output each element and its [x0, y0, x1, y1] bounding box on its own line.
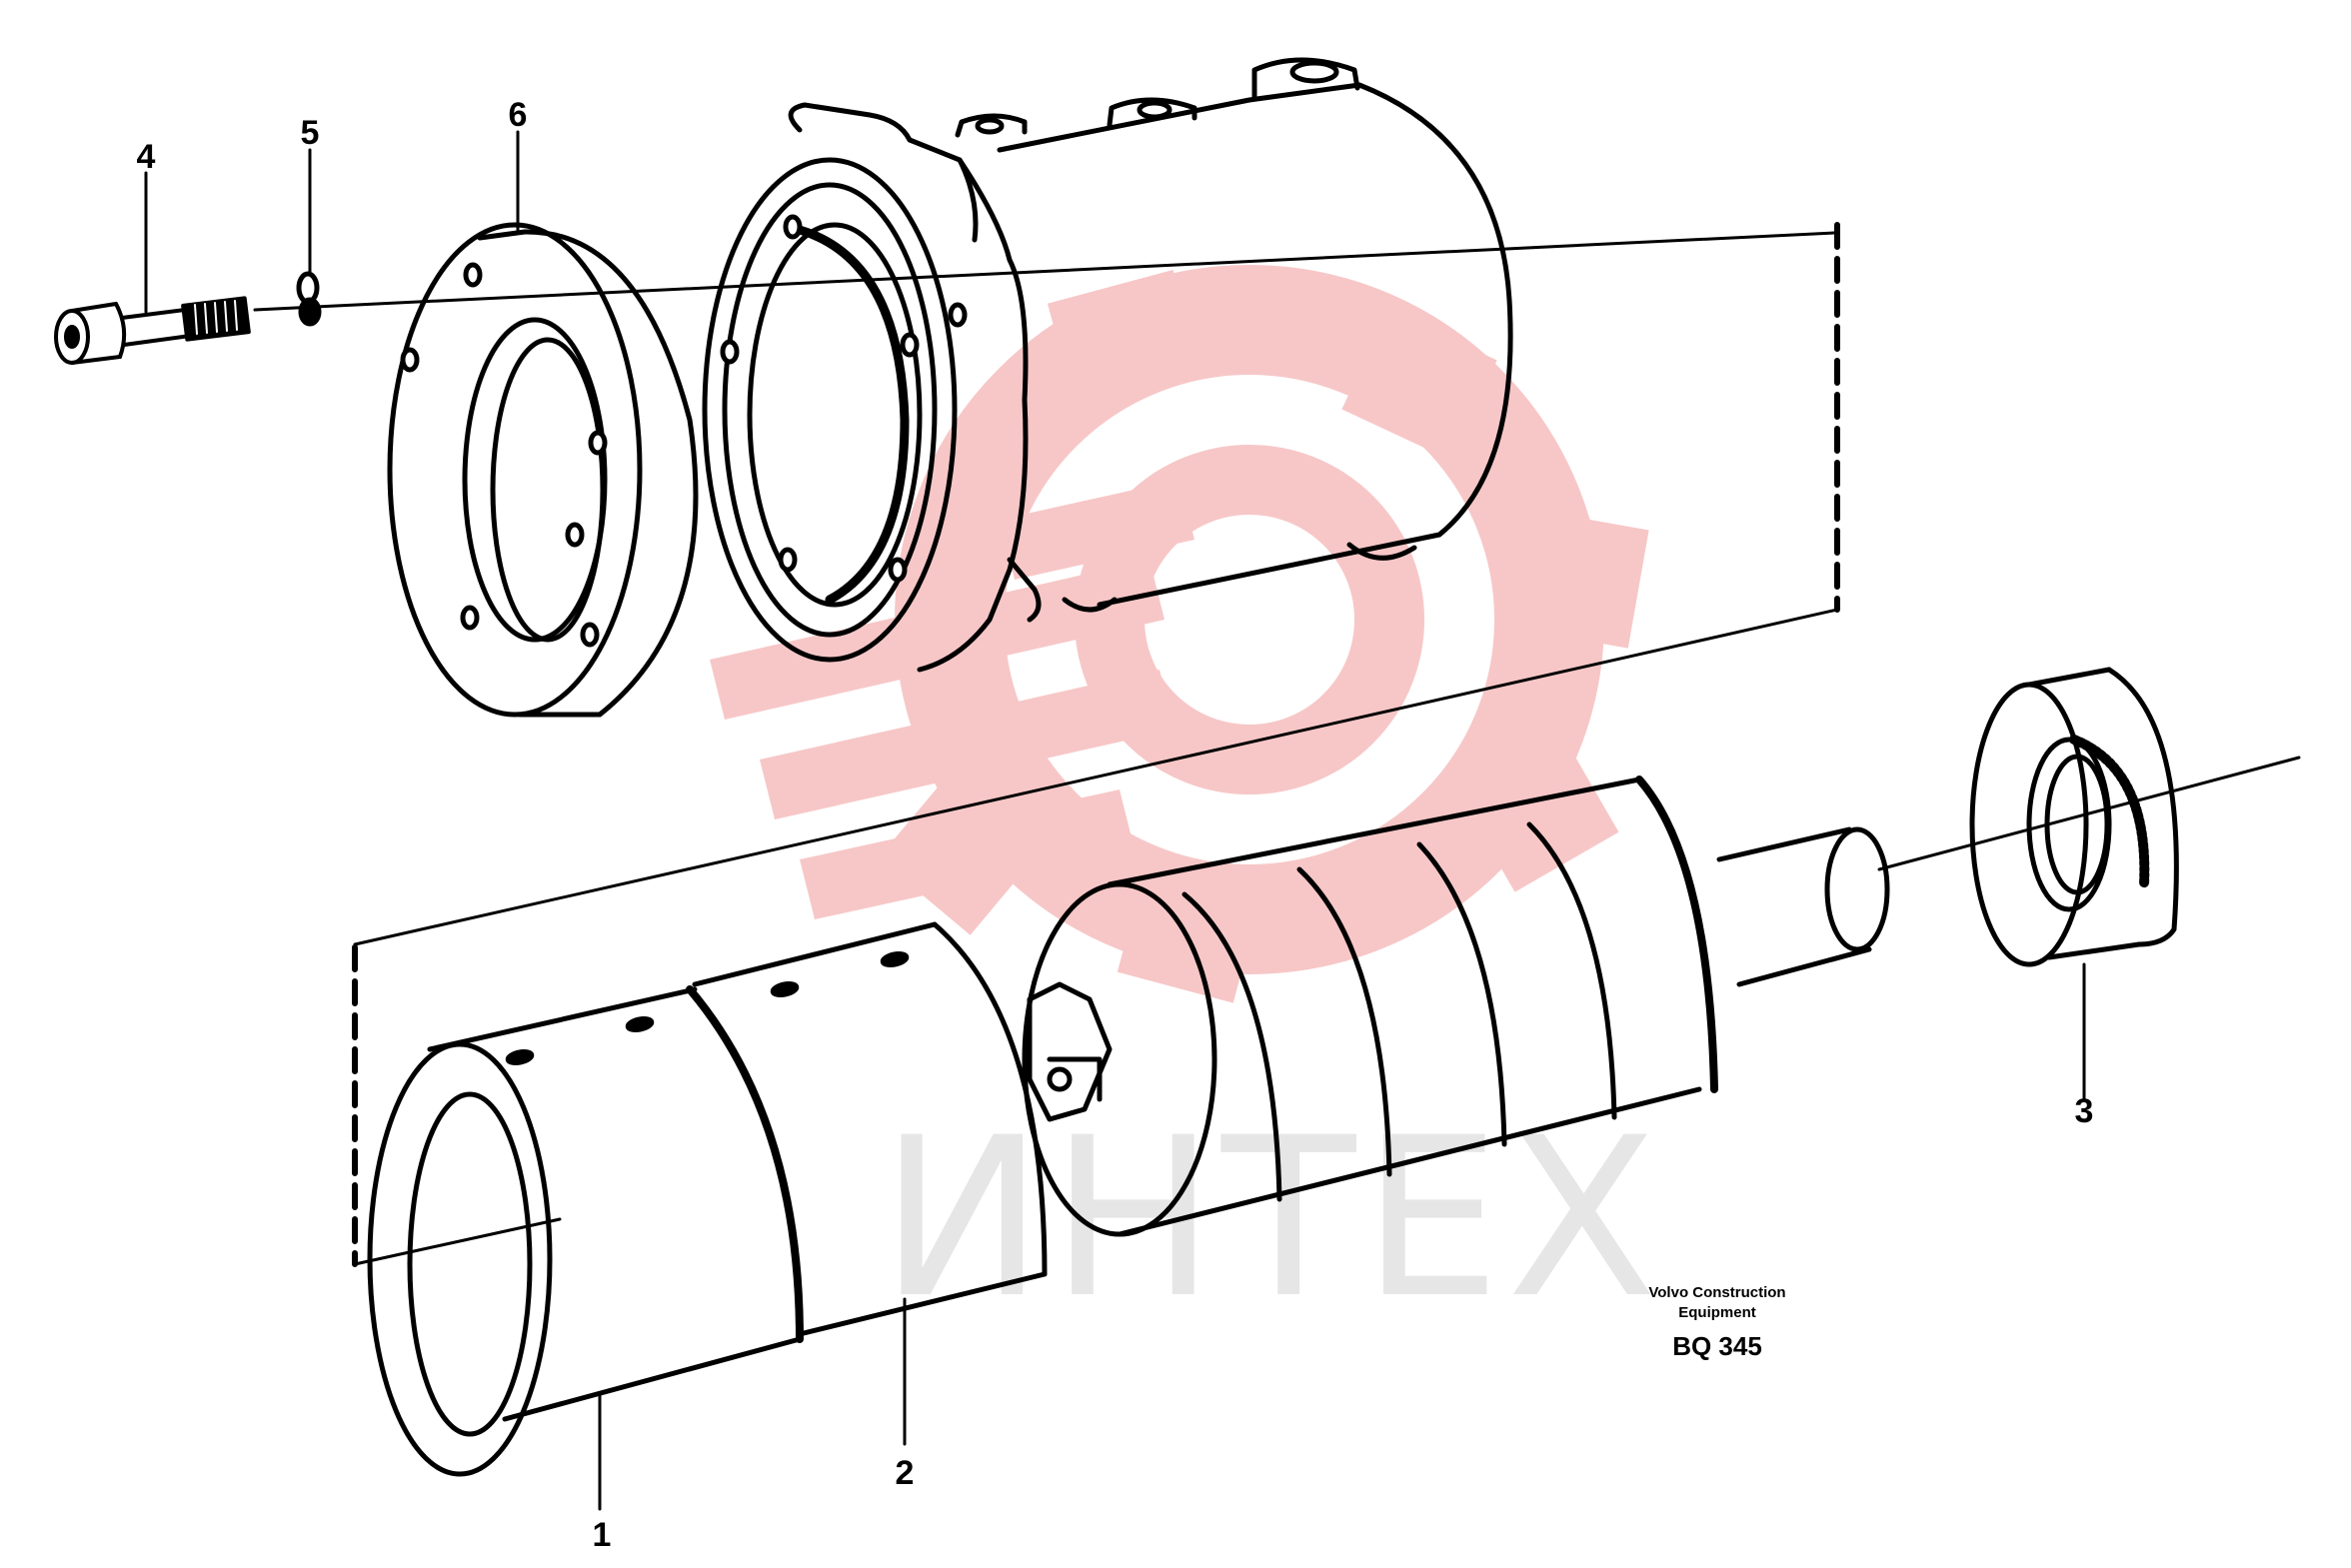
callout-4: 4 — [137, 138, 156, 176]
watermark-logo — [710, 265, 1649, 1003]
piston-rod — [1022, 776, 1890, 1237]
caption-block: Volvo Construction Equipment BQ 345 — [1648, 1284, 1785, 1361]
leader-lines — [144, 130, 2086, 1511]
cap-screw — [54, 296, 251, 365]
piston-sleeve-2 — [692, 921, 1048, 1337]
caption-company: Volvo Construction — [1648, 1284, 1785, 1301]
rod-seal — [1969, 667, 2179, 967]
caption-company-sub: Equipment — [1678, 1304, 1756, 1321]
flange-ring — [387, 222, 699, 718]
callout-2: 2 — [896, 1454, 915, 1492]
callout-1: 1 — [593, 1516, 612, 1554]
lock-washer — [296, 271, 322, 327]
callout-3: 3 — [2075, 1092, 2094, 1130]
caption-code: BQ 345 — [1672, 1331, 1762, 1361]
callout-6: 6 — [509, 96, 528, 134]
assembly-axis-lines — [253, 222, 2301, 1267]
piston-sleeve-1 — [367, 985, 804, 1477]
callout-5: 5 — [301, 114, 320, 152]
cylinder-housing — [702, 57, 1513, 673]
